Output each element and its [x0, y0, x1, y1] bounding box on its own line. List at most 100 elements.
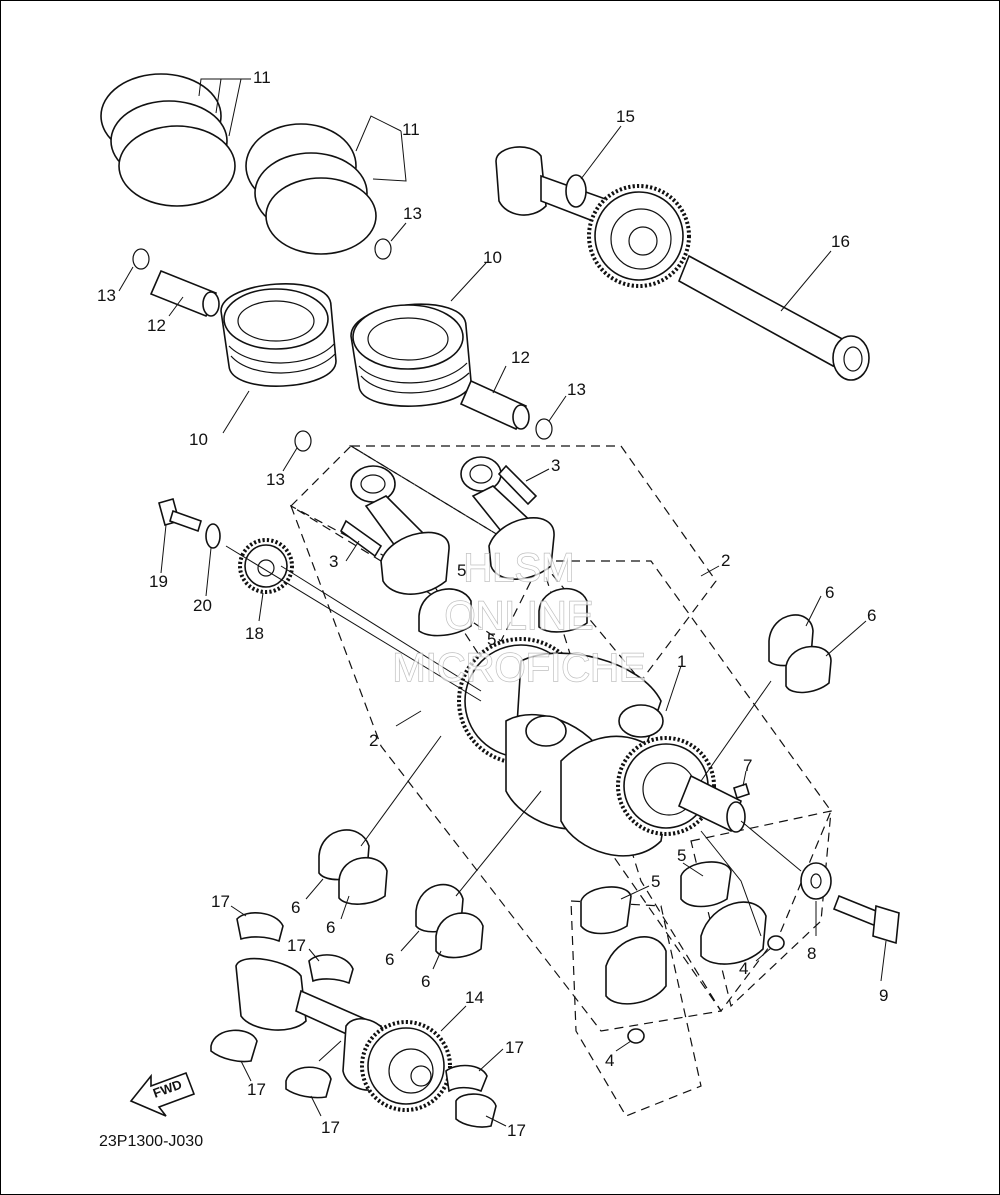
- shaft-pin-head-detail: [843, 346, 863, 372]
- gear-bore: [257, 559, 275, 577]
- leader-line: [780, 250, 832, 312]
- diagram-code: 23P1300-J030: [99, 1133, 203, 1150]
- fwd-arrow: FWD: [129, 1071, 196, 1117]
- cap-nut: [627, 1028, 645, 1044]
- callout-label: 10: [189, 430, 208, 449]
- leader-line: [310, 1095, 322, 1117]
- leader-line: [755, 947, 772, 962]
- callout-label: 15: [616, 107, 635, 126]
- gear-18: [238, 538, 294, 594]
- callout-label: 17: [505, 1038, 524, 1057]
- crankshaft: [457, 637, 746, 857]
- fwd-arrow-shape: [129, 1071, 196, 1117]
- connecting-rod-left: [339, 465, 450, 595]
- leader-line: [432, 950, 442, 970]
- circlips: [132, 238, 553, 452]
- balancer-shaft-pin: [677, 254, 870, 381]
- leader-line: [228, 78, 251, 137]
- leader-line: [825, 620, 867, 657]
- crank-group-outline-main: [540, 560, 832, 1013]
- callout-label: 18: [245, 624, 264, 643]
- leader-line: [318, 1040, 342, 1062]
- callout-label: 16: [831, 232, 850, 251]
- callout-label: 6: [385, 950, 394, 969]
- piston-pin-end: [202, 291, 220, 317]
- bolt-9: [832, 894, 900, 945]
- callout-label: 1: [677, 652, 686, 671]
- bearing-group-outline-right: [690, 810, 832, 1008]
- leader-line: [360, 735, 442, 847]
- piston-groove: [230, 353, 336, 374]
- piston-crown-detail: [367, 317, 449, 361]
- balancer-collar: [565, 174, 587, 208]
- bolt-19: [158, 498, 202, 533]
- watermark-line-3: MICROFICHE: [392, 646, 645, 690]
- conrod-small-end: [350, 465, 396, 503]
- leader-line: [215, 78, 251, 114]
- washer-20: [205, 523, 221, 549]
- callout-label: 20: [193, 596, 212, 615]
- leader-line: [740, 820, 802, 872]
- callout-label: 6: [326, 918, 335, 937]
- callout-label: 11: [402, 120, 420, 139]
- piston-pin-end: [512, 404, 530, 430]
- leader-line: [308, 948, 320, 962]
- callout-label: 3: [329, 552, 338, 571]
- callout-label: 6: [867, 606, 876, 625]
- circlip: [374, 238, 392, 260]
- shaft-pin-head: [832, 335, 870, 381]
- conrod-small-end: [460, 456, 502, 492]
- leader-line: [282, 447, 298, 472]
- piston-rings-right: [245, 123, 377, 255]
- piston-pin: [459, 379, 528, 431]
- callout-label: 13: [266, 470, 285, 489]
- balancer-shaft-upper: [495, 146, 691, 288]
- conrod-cap-center: [605, 936, 667, 1044]
- cap-nut: [767, 935, 785, 951]
- balancer-gear-hub: [610, 208, 672, 270]
- woodruff-key-7: [733, 782, 750, 800]
- main-bearings-right: [768, 614, 832, 694]
- conrod-bolt: [339, 519, 383, 558]
- conrod-bearing: [680, 861, 732, 908]
- crank-output-shaft: [677, 774, 742, 833]
- balancer-weight: [495, 146, 547, 216]
- conrod-bearing-lower-right: [680, 861, 732, 908]
- callout-label: 17: [247, 1080, 266, 1099]
- conrod-bolt: [497, 464, 538, 506]
- balancer-bearing: [236, 912, 284, 943]
- leader-line: [345, 540, 360, 562]
- leader-line: [525, 468, 550, 482]
- callout-label: 4: [739, 959, 748, 978]
- callout-label: 11: [253, 68, 271, 87]
- watermark-line-2: ONLINE: [445, 594, 594, 638]
- piston-pin-right: [459, 379, 530, 431]
- piston-right: [350, 303, 472, 407]
- piston-crown-detail: [237, 300, 315, 342]
- leader-line: [700, 680, 772, 782]
- leader-line: [118, 266, 134, 292]
- balancer-gear: [594, 191, 684, 281]
- conrod-cap-right: [700, 901, 785, 965]
- callout-label: 6: [421, 972, 430, 991]
- conrod-bearings-upper: [418, 587, 588, 637]
- conrod-bearing: [580, 886, 632, 935]
- callout-label: 13: [567, 380, 586, 399]
- leader-line: [580, 125, 622, 180]
- leader-line: [305, 878, 324, 900]
- piston-rings-left: [100, 73, 236, 207]
- leader-line: [400, 930, 420, 952]
- leader-line: [450, 262, 487, 302]
- leader-line: [372, 130, 407, 182]
- conrod-cap: [605, 936, 667, 1005]
- conrod-bearing-lower-left: [580, 886, 632, 935]
- leader-line: [205, 547, 212, 597]
- leader-line: [485, 1115, 507, 1127]
- leader-line: [492, 365, 507, 394]
- main-bearing: [785, 645, 832, 694]
- piston-pin-left: [149, 269, 220, 318]
- leader-line: [280, 565, 482, 692]
- callout-label: 13: [403, 204, 422, 223]
